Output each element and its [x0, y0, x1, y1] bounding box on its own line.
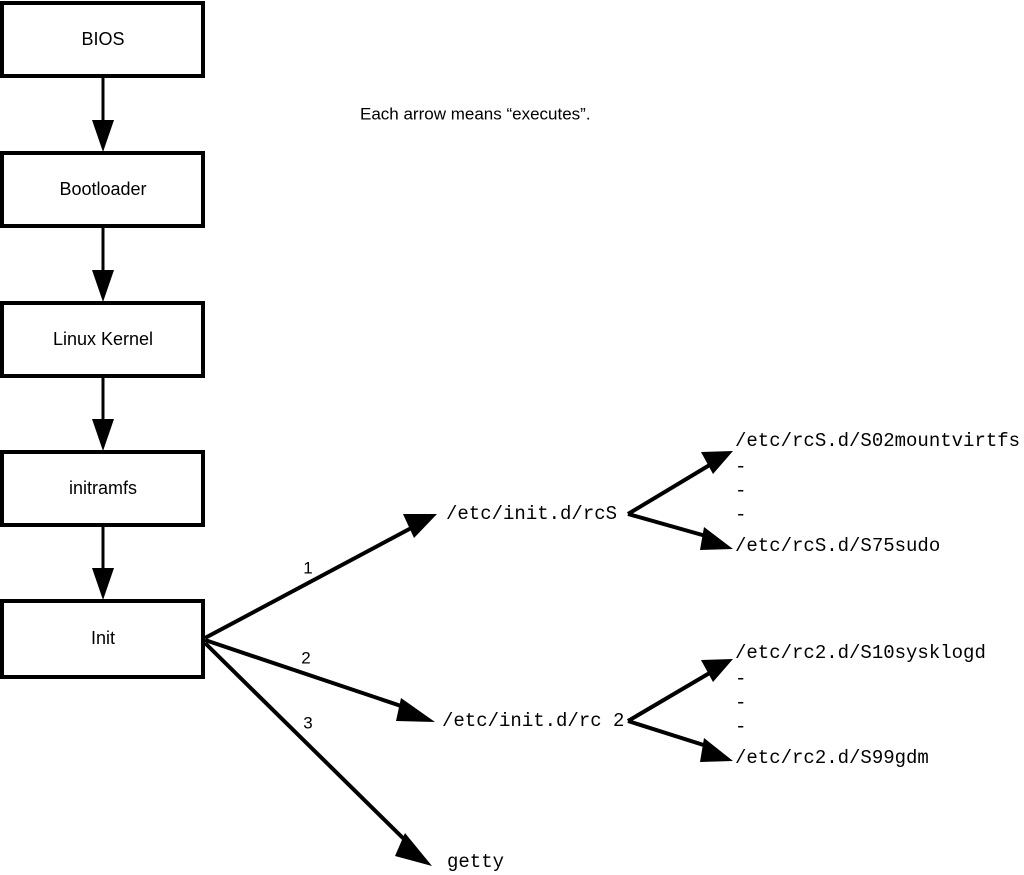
arrow-head-icon [396, 698, 435, 722]
label-rc2-last-script[interactable]: /etc/rc2.d/S99gdm [735, 747, 929, 769]
arrow-head-icon [92, 419, 114, 451]
stage-box-kernel[interactable]: Linux Kernel [0, 301, 205, 378]
stage-box-init-label: Init [91, 628, 115, 648]
arrow-head-icon [92, 120, 114, 152]
label-rcs-first-script[interactable]: /etc/rcS.d/S02mountvirtfs [735, 430, 1020, 452]
connector-bootloader-to-kernel [92, 226, 114, 302]
rc2-fan-lower-arrow [627, 719, 733, 762]
label-rc2-first-script[interactable]: /etc/rc2.d/S10sysklogd [735, 642, 986, 664]
stage-box-init-rect [0, 599, 205, 679]
label-etc-init-d-rc2[interactable]: /etc/init.d/rc 2 [442, 710, 624, 732]
stage-box-bios-rect [0, 1, 205, 78]
rc2-fan-upper-arrow [626, 659, 733, 723]
branch-line [626, 461, 715, 516]
connector-initramfs-to-init [92, 525, 114, 600]
branch-line [627, 719, 714, 750]
init-branch-2-arrow [204, 638, 435, 722]
stage-box-initramfs[interactable]: initramfs [0, 450, 205, 527]
rcs-fan-lower-arrow [627, 512, 733, 550]
arrow-head-icon [701, 659, 733, 682]
rcs-ellipsis-dash-1: - [735, 456, 746, 478]
init-branch-2-number: 2 [301, 648, 310, 667]
init-branch-3-arrow [203, 641, 432, 866]
stage-box-bootloader[interactable]: Bootloader [0, 151, 205, 228]
label-rcs-last-script[interactable]: /etc/rcS.d/S75sudo [735, 535, 940, 557]
stage-box-initramfs-label: initramfs [69, 478, 137, 498]
arrow-head-icon [92, 568, 114, 600]
branch-line [203, 641, 412, 847]
branch-line [204, 638, 411, 711]
arrow-head-icon [700, 527, 733, 550]
legend-note: Each arrow means “executes”. [360, 104, 591, 123]
connector-bios-to-bootloader [92, 76, 114, 152]
stage-box-bios[interactable]: BIOS [0, 1, 205, 78]
arrow-head-icon [700, 738, 733, 762]
rcs-fan-upper-arrow [626, 451, 733, 516]
branch-line [204, 524, 416, 640]
stage-box-kernel-label: Linux Kernel [53, 329, 153, 349]
stage-box-kernel-rect [0, 301, 205, 378]
branch-line [626, 669, 715, 723]
rcs-ellipsis-dash-2: - [735, 480, 746, 502]
stage-box-bootloader-rect [0, 151, 205, 228]
rc2-ellipsis-dash-1: - [735, 668, 746, 690]
branch-line [627, 512, 714, 540]
arrow-head-icon [395, 833, 432, 866]
arrow-head-icon [403, 514, 437, 538]
connector-kernel-to-initramfs [92, 376, 114, 451]
arrow-head-icon [92, 270, 114, 302]
init-branch-3-number: 3 [303, 713, 312, 732]
stage-box-init[interactable]: Init [0, 599, 205, 679]
stage-box-bootloader-label: Bootloader [59, 179, 146, 199]
arrow-head-icon [701, 451, 733, 474]
label-etc-init-d-rcs[interactable]: /etc/init.d/rcS [446, 503, 617, 525]
init-branch-1-arrow [204, 514, 437, 640]
rc2-ellipsis-dash-3: - [735, 716, 746, 738]
stage-box-bios-label: BIOS [81, 29, 124, 49]
rcs-ellipsis-dash-3: - [735, 504, 746, 526]
rc2-ellipsis-dash-2: - [735, 692, 746, 714]
label-getty[interactable]: getty [447, 851, 504, 873]
init-branch-1-number: 1 [303, 558, 312, 577]
